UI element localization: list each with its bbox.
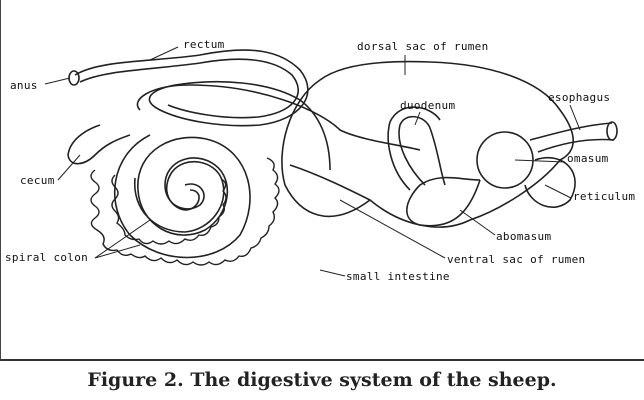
duodenum — [387, 106, 446, 191]
leader-lines — [44, 46, 581, 277]
label-dorsal-sac: dorsal sac of rumen — [357, 40, 489, 53]
omasum — [476, 131, 534, 189]
figure-caption: Figure 2. The digestive system of the sh… — [87, 369, 557, 391]
label-omasum: omasum — [567, 152, 609, 165]
esophagus — [529, 122, 615, 153]
figure-frame — [0, 0, 644, 361]
label-anus: anus — [10, 79, 38, 92]
label-small-intestine: small intestine — [346, 270, 450, 283]
label-rectum: rectum — [183, 38, 225, 51]
esophagus-opening — [606, 121, 618, 141]
digestive-system-diagram — [44, 46, 618, 277]
spiral-colon — [113, 134, 251, 259]
label-spiral-colon: spiral colon — [5, 251, 89, 264]
label-abomasum: abomasum — [496, 230, 552, 243]
rumen-pillar — [289, 164, 371, 201]
label-duodenum: duodenum — [400, 99, 456, 112]
rumen — [281, 60, 574, 228]
cecum — [67, 124, 131, 165]
abomasum — [406, 176, 481, 227]
anus-opening — [68, 70, 80, 86]
label-ventral-sac: ventral sac of rumen — [447, 253, 586, 266]
rectum-loops — [74, 49, 331, 171]
reticulum — [524, 157, 576, 209]
small-intestine — [90, 157, 280, 266]
label-cecum: cecum — [20, 174, 55, 187]
label-reticulum: reticulum — [573, 190, 636, 203]
label-esophagus: esophagus — [548, 91, 611, 104]
